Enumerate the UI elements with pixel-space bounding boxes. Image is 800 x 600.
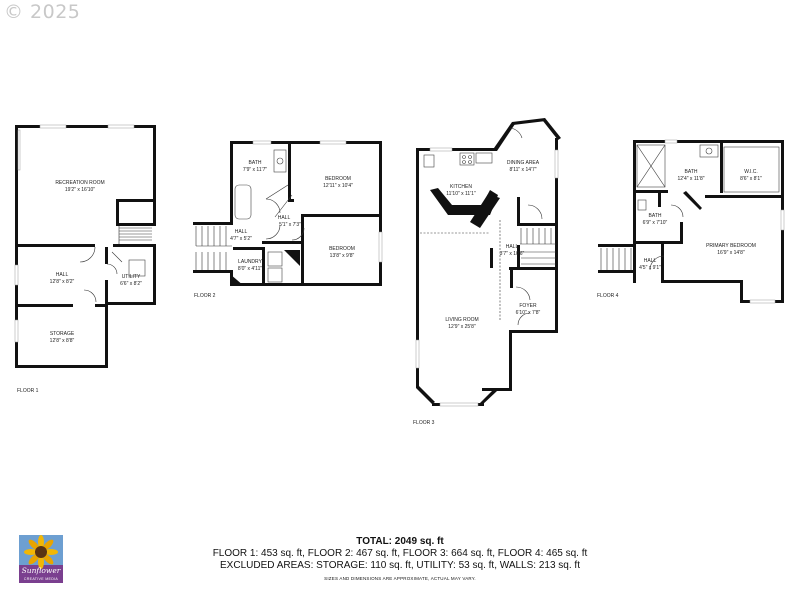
room-dimensions: 12'4" x 11'8": [677, 176, 704, 182]
room-label: BATH: [649, 213, 662, 219]
total-area: TOTAL: 2049 sq. ft: [356, 536, 444, 547]
room-label: HALL: [644, 258, 657, 264]
room-dimensions: 8'0" x 4'11": [238, 266, 262, 272]
room-label: HALL: [235, 229, 248, 235]
room-dimensions: 8'11" x 14'7": [509, 167, 536, 173]
room-dimensions: 12'9" x 25'8": [448, 324, 476, 330]
sunflower-creative-media-logo: Sunflower CREATIVE MEDIA: [19, 535, 63, 583]
room-dimensions: 12'8" x 8'2": [50, 279, 75, 285]
room-dimensions: 8'6" x 8'1": [740, 176, 762, 182]
room-label: BEDROOM: [325, 176, 351, 182]
floor-label: FLOOR 4: [597, 293, 619, 299]
room-dimensions: 7'9" x 11'7": [243, 167, 267, 173]
room-dimensions: 11'10" x 11'1": [446, 191, 476, 197]
room-dimensions: 16'9" x 14'8": [717, 250, 745, 256]
area-summary: TOTAL: 2049 sq. ft FLOOR 1: 453 sq. ft, …: [0, 536, 800, 583]
floor-areas: FLOOR 1: 453 sq. ft, FLOOR 2: 467 sq. ft…: [212, 548, 588, 559]
room-label: BATH: [249, 160, 262, 166]
room-label: RECREATION ROOM: [55, 180, 104, 186]
room-dimensions: 13'8" x 9'8": [330, 253, 355, 259]
room-label: W.I.C.: [744, 169, 758, 175]
floor-label: FLOOR 1: [17, 388, 39, 394]
room-label: HALL: [56, 272, 69, 278]
room-dimensions: 4'7" x 5'2": [230, 236, 252, 242]
room-dimensions: 3'7" x 10'6": [500, 251, 525, 257]
room-dimensions: 12'8" x 8'8": [50, 338, 75, 344]
floor-label: FLOOR 2: [194, 293, 216, 299]
room-dimensions: 6'9" x 7'10": [643, 220, 668, 226]
room-label: KITCHEN: [450, 184, 472, 190]
room-label: DINING AREA: [507, 160, 540, 166]
floor-1-plan: RECREATION ROOM 19'2" x 16'10" HALL 12'8…: [14, 124, 156, 394]
floor-3-plan: DINING AREA 8'11" x 14'7" KITCHEN 11'10"…: [413, 118, 561, 426]
excluded-areas: EXCLUDED AREAS: STORAGE: 110 sq. ft, UTI…: [220, 560, 580, 571]
sunflower-icon: Sunflower CREATIVE MEDIA: [19, 535, 63, 583]
room-label: UTILITY: [122, 274, 141, 280]
room-dimensions: 12'11" x 10'4": [323, 183, 353, 189]
copyright-watermark: © 2025: [4, 1, 81, 23]
room-label: PRIMARY BEDROOM: [706, 243, 756, 249]
room-label: STORAGE: [50, 331, 75, 337]
room-dimensions: 19'2" x 16'10": [65, 187, 95, 193]
room-label: LAUNDRY: [238, 259, 262, 265]
floor-2-plan: BATH 7'9" x 11'7" BEDROOM 12'11" x 10'4"…: [193, 140, 383, 299]
room-label: BEDROOM: [329, 246, 355, 252]
floor-4-plan: BATH 12'4" x 11'8" W.I.C. 8'6" x 8'1" BA…: [597, 139, 785, 304]
room-dimensions: 6'6" x 8'2": [120, 281, 142, 287]
logo-name: Sunflower: [22, 566, 61, 575]
floor-label: FLOOR 3: [413, 420, 435, 426]
room-label: BATH: [685, 169, 698, 175]
room-dimensions: 6'10" x 7'8": [516, 310, 541, 316]
room-label: LIVING ROOM: [445, 317, 478, 323]
room-label: HALL: [506, 244, 519, 250]
disclaimer: SIZES AND DIMENSIONS ARE APPROXIMATE, AC…: [324, 576, 476, 581]
room-label: HALL: [278, 215, 291, 221]
room-label: FOYER: [519, 303, 537, 309]
room-dimensions: 4'5" x 9'1": [639, 265, 661, 271]
logo-subtitle: CREATIVE MEDIA: [24, 577, 59, 581]
room-dimensions: 5'1" x 7'3": [279, 222, 301, 228]
